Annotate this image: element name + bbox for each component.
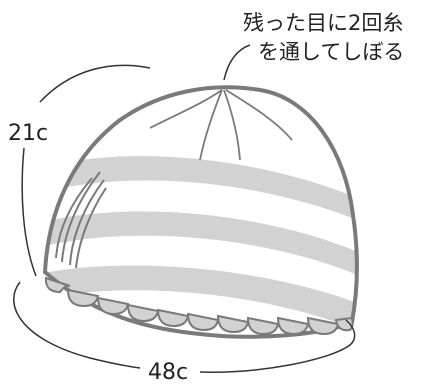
side-seam [55,171,107,269]
hat-body [42,85,359,339]
scalloped-brim [44,276,354,336]
height-label: 21c [8,121,48,146]
crown-gather-lines [149,89,293,161]
height-dimension [21,64,151,277]
annotation-leader-line [223,44,251,81]
annotation-line-1: 残った目に2回糸 [243,11,403,35]
circumference-dimension [13,281,356,373]
hat-stripes [45,156,357,337]
annotation-line-2: を通してしぼる [258,40,404,64]
circumference-label: 48c [148,360,188,385]
